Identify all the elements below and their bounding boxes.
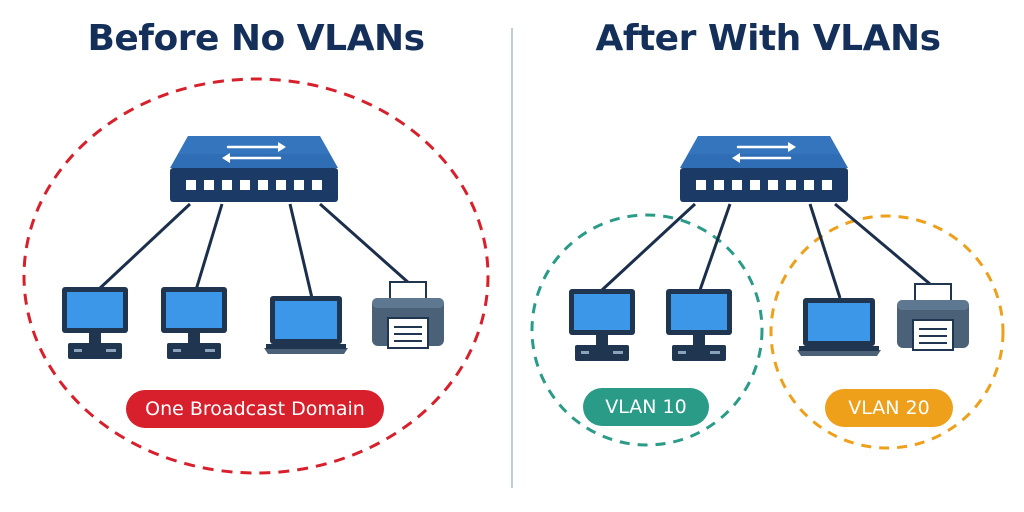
title-before-no-vlans: Before No VLANs <box>87 18 425 59</box>
broadcast-domain-boundary <box>22 77 490 475</box>
cables-left <box>96 202 411 299</box>
printer-icon-left <box>371 281 445 349</box>
center-divider <box>511 28 513 488</box>
vlan-10-boundary <box>530 213 764 447</box>
vlan-20-badge: VLAN 20 <box>825 389 953 427</box>
desktop-computer-icon-left-1 <box>62 287 128 359</box>
printer-icon-vlan20 <box>896 283 970 351</box>
vlan-10-badge: VLAN 10 <box>583 388 709 426</box>
vlan-20-boundary <box>769 214 1005 450</box>
network-switch-icon-left <box>168 134 340 204</box>
title-after-with-vlans: After With VLANs <box>595 18 941 59</box>
desktop-computer-icon-left-2 <box>161 287 227 359</box>
broadcast-domain-badge: One Broadcast Domain <box>126 390 384 428</box>
laptop-icon-vlan20 <box>797 298 881 356</box>
desktop-computer-icon-vlan10-2 <box>666 289 732 361</box>
desktop-computer-icon-vlan10-1 <box>569 289 635 361</box>
laptop-icon-left <box>264 296 348 354</box>
cables-right <box>600 202 931 299</box>
network-switch-icon-right <box>678 134 850 204</box>
